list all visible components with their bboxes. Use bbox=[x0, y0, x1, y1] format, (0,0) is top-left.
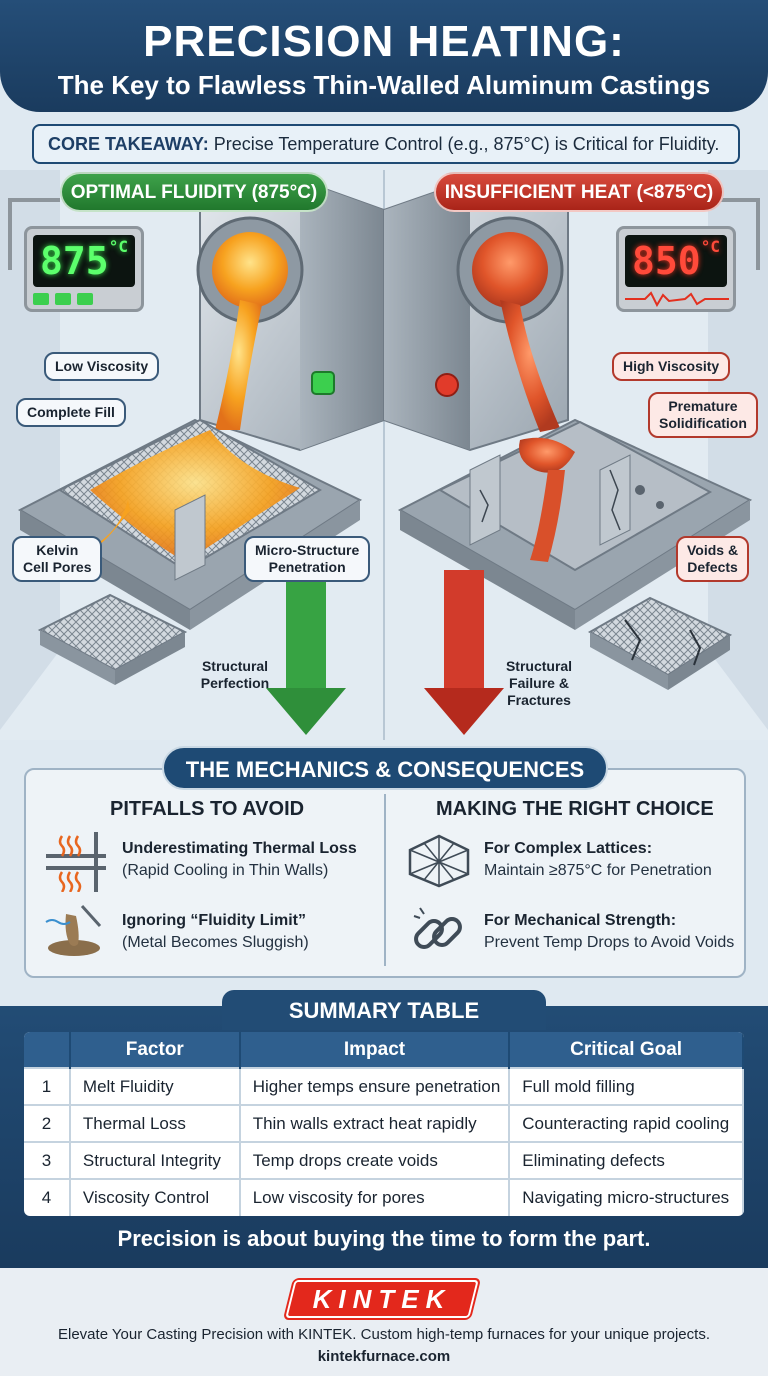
choice-2-sub: Prevent Temp Drops to Avoid Voids bbox=[484, 934, 735, 951]
choice-1-sub: Maintain ≥875°C for Penetration bbox=[484, 862, 712, 879]
table-cell: Low viscosity for pores bbox=[239, 1178, 511, 1216]
page-subtitle: The Key to Flawless Thin-Walled Aluminum… bbox=[57, 70, 711, 100]
callout-line: Solidification bbox=[659, 415, 747, 431]
indicator-light-icon bbox=[77, 293, 93, 305]
table-header: Factor bbox=[69, 1032, 241, 1068]
tagline: Precision is about buying the time to fo… bbox=[117, 1226, 651, 1251]
callout-high-viscosity: High Viscosity bbox=[612, 352, 731, 381]
table-row: 2 Thermal Loss Thin walls extract heat r… bbox=[24, 1104, 744, 1142]
green-down-arrow bbox=[266, 570, 346, 735]
insufficient-heat-badge: INSUFFICIENT HEAT (<875°C) bbox=[434, 172, 724, 212]
table-cell: Full mold filling bbox=[509, 1067, 744, 1105]
table-header bbox=[24, 1032, 71, 1068]
pitfall-2-sub: (Metal Becomes Sluggish) bbox=[122, 934, 309, 951]
table-cell: Higher temps ensure penetration bbox=[239, 1067, 511, 1105]
callout-kelvin-cell-pores: Kelvin Cell Pores bbox=[12, 536, 103, 582]
red-down-arrow bbox=[424, 570, 504, 735]
core-takeaway-banner: CORE TAKEAWAY: Precise Temperature Contr… bbox=[32, 124, 740, 164]
callout-micro-structure-penetration: Micro-Structure Penetration bbox=[244, 536, 371, 582]
table-header: Impact bbox=[239, 1032, 511, 1068]
caption-structural-failure: Structural Failure & Fractures bbox=[494, 658, 584, 709]
page-title: PRECISION HEATING: bbox=[143, 17, 625, 66]
right-furnace bbox=[383, 178, 569, 452]
footer-text: Elevate Your Casting Precision with KINT… bbox=[58, 1326, 710, 1343]
caption-structural-perfection: Structural Perfection bbox=[190, 658, 280, 692]
table-cell: Thin walls extract heat rapidly bbox=[239, 1104, 511, 1142]
table-header: Critical Goal bbox=[509, 1032, 744, 1068]
pitfall-1-title: Underestimating Thermal Loss bbox=[122, 840, 357, 857]
pulse-line-icon bbox=[625, 291, 729, 308]
lattice-icon bbox=[408, 834, 470, 888]
takeaway-label: CORE TAKEAWAY: bbox=[48, 134, 209, 154]
optimal-fluidity-badge: OPTIMAL FLUIDITY (875°C) bbox=[60, 172, 328, 212]
choices-title: MAKING THE RIGHT CHOICE bbox=[436, 798, 714, 820]
display-unit: °C bbox=[700, 237, 720, 256]
callout-low-viscosity: Low Viscosity bbox=[44, 352, 160, 381]
table-header-row: Factor Impact Critical Goal bbox=[24, 1032, 744, 1068]
table-cell: 4 bbox=[24, 1178, 71, 1216]
table-cell: 1 bbox=[24, 1067, 71, 1105]
indicator-light-icon bbox=[33, 293, 49, 305]
table-cell: Viscosity Control bbox=[69, 1178, 241, 1216]
callout-line: Micro-Structure bbox=[255, 542, 360, 558]
table-cell: Navigating micro-structures bbox=[509, 1178, 744, 1216]
caption-line: Perfection bbox=[200, 675, 270, 691]
table-row: 3 Structural Integrity Temp drops create… bbox=[24, 1141, 744, 1179]
callout-voids-defects: Voids & Defects bbox=[676, 536, 750, 582]
table-cell: Counteracting rapid cooling bbox=[509, 1104, 744, 1142]
caption-line: Structural bbox=[201, 658, 269, 674]
display-value: 850 bbox=[632, 239, 701, 283]
callout-complete-fill: Complete Fill bbox=[16, 398, 126, 427]
heat-loss-icon bbox=[46, 832, 106, 892]
callout-line: Kelvin bbox=[36, 542, 79, 558]
indicator-light-icon bbox=[55, 293, 71, 305]
caption-line: Failure & bbox=[509, 675, 569, 691]
mechanics-title: THE MECHANICS & CONSEQUENCES bbox=[162, 746, 608, 790]
callout-line: Cell Pores bbox=[23, 559, 92, 575]
temperature-display-850: 850°C bbox=[616, 226, 736, 312]
callout-line: Voids & bbox=[687, 542, 739, 558]
left-furnace bbox=[196, 178, 385, 452]
takeaway-text: Precise Temperature Control (e.g., 875°C… bbox=[213, 134, 720, 154]
kintek-logo[interactable]: KINTEK bbox=[312, 1284, 452, 1314]
summary-table: Factor Impact Critical Goal 1 Melt Fluid… bbox=[24, 1032, 744, 1216]
fractured-lattice-part bbox=[587, 596, 733, 690]
table-cell: 3 bbox=[24, 1141, 71, 1179]
table-cell: Eliminating defects bbox=[509, 1141, 744, 1179]
display-value: 875 bbox=[40, 239, 109, 283]
choice-1-title: For Complex Lattices: bbox=[484, 840, 653, 857]
display-unit: °C bbox=[108, 237, 128, 256]
casting-comparison-illustration: OPTIMAL FLUIDITY (875°C) INSUFFICIENT HE… bbox=[0, 170, 768, 740]
perfect-lattice-part bbox=[37, 593, 188, 685]
table-row: 1 Melt Fluidity Higher temps ensure pene… bbox=[24, 1067, 744, 1105]
header-banner: PRECISION HEATING: The Key to Flawless T… bbox=[0, 0, 768, 112]
display-indicator-lights bbox=[33, 293, 135, 305]
callout-line: Defects bbox=[687, 559, 738, 575]
table-cell: Structural Integrity bbox=[69, 1141, 241, 1179]
pitfall-2-title: Ignoring “Fluidity Limit” bbox=[122, 912, 306, 929]
pitfall-1-sub: (Rapid Cooling in Thin Walls) bbox=[122, 862, 329, 879]
choice-2-title: For Mechanical Strength: bbox=[484, 912, 677, 929]
callout-premature-solidification: Premature Solidification bbox=[648, 392, 758, 438]
callout-line: Premature bbox=[668, 398, 738, 414]
display-screen-bad: 850°C bbox=[625, 235, 727, 287]
temperature-display-875: 875°C bbox=[24, 226, 144, 312]
summary-title: SUMMARY TABLE bbox=[222, 990, 546, 1030]
display-screen-good: 875°C bbox=[33, 235, 135, 287]
column-divider bbox=[384, 794, 386, 966]
table-cell: Melt Fluidity bbox=[69, 1067, 241, 1105]
footer-url-link[interactable]: kintekfurnace.com bbox=[317, 1348, 451, 1365]
right-mold-defects bbox=[397, 418, 753, 630]
caption-line: Structural bbox=[505, 658, 573, 674]
table-cell: Thermal Loss bbox=[69, 1104, 241, 1142]
table-row: 4 Viscosity Control Low viscosity for po… bbox=[24, 1178, 744, 1216]
sluggish-metal-icon bbox=[45, 904, 102, 956]
table-cell: 2 bbox=[24, 1104, 71, 1142]
table-cell: Temp drops create voids bbox=[239, 1141, 511, 1179]
chain-link-icon bbox=[413, 907, 462, 949]
caption-line: Fractures bbox=[507, 692, 571, 708]
pitfalls-title: PITFALLS TO AVOID bbox=[110, 798, 305, 820]
callout-line: Penetration bbox=[268, 559, 346, 575]
